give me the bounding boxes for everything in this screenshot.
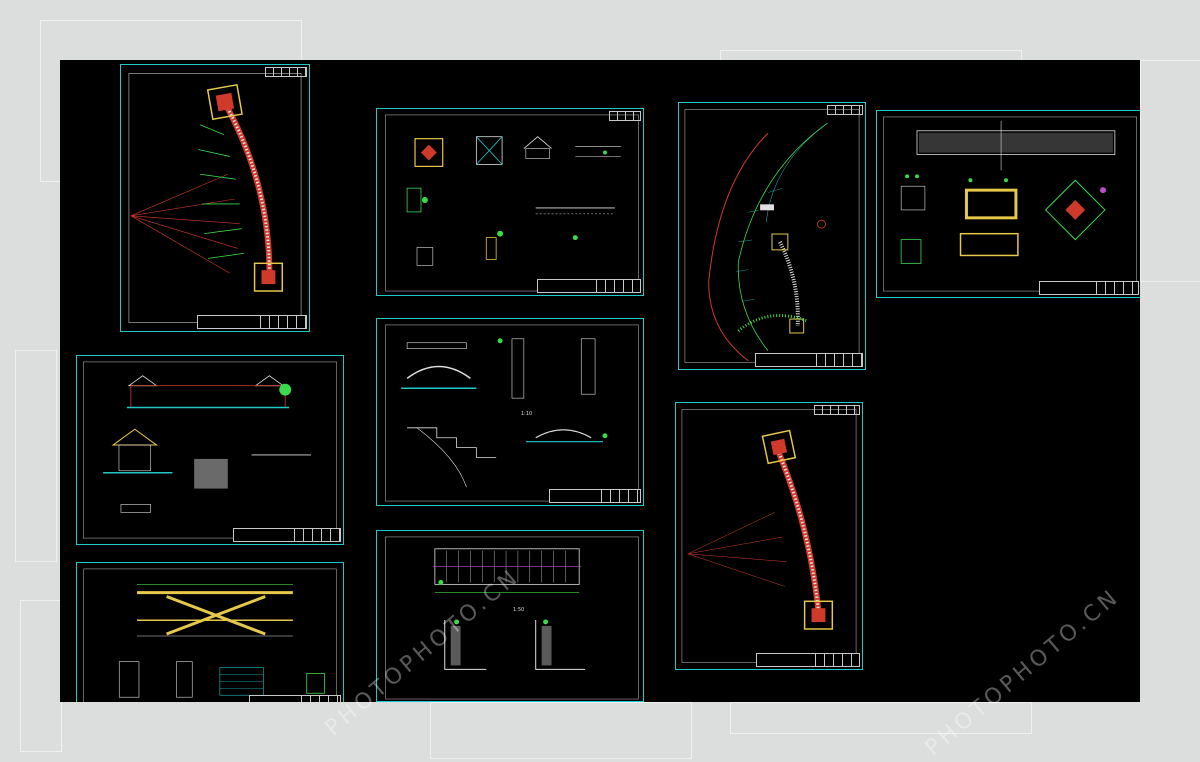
title-block — [1039, 281, 1139, 295]
paving-details-drawing — [883, 116, 1137, 292]
revision-block — [814, 405, 860, 415]
sheet-pavilion-elevations[interactable] — [76, 355, 344, 545]
corridor-plan-detail-drawing — [385, 536, 639, 700]
corridor-frame-elevation-drawing — [83, 568, 337, 702]
revision-block — [827, 105, 863, 115]
sheet-waterfront-site-plan[interactable] — [678, 102, 866, 370]
scale-label: 1:10 — [521, 411, 533, 417]
title-block — [537, 279, 641, 293]
sheet-paving-details[interactable] — [876, 110, 1140, 298]
sheet-bridge-sections[interactable]: 1:10 — [376, 318, 644, 506]
cad-canvas[interactable]: 1:10 — [60, 60, 1140, 702]
title-block — [233, 528, 341, 542]
pavilion-details-drawing — [385, 114, 639, 292]
bridge-sections-drawing — [385, 324, 639, 502]
waterfront-site-plan-drawing — [684, 109, 860, 363]
curved-corridor-plan-drawing — [128, 73, 302, 323]
sheet-pavilion-details[interactable] — [376, 108, 644, 296]
title-block — [755, 353, 863, 367]
revision-block — [265, 67, 307, 77]
sheet-corridor-plan-detail[interactable]: 1:50 — [376, 530, 644, 702]
title-block — [197, 315, 307, 329]
curved-corridor-plan-b-drawing — [681, 409, 857, 663]
sheet-corridor-frame-elevation[interactable] — [76, 562, 344, 702]
title-block — [549, 489, 641, 503]
title-block — [756, 653, 860, 667]
sheet-curved-corridor-plan-a[interactable] — [120, 64, 310, 332]
scale-label: 1:50 — [513, 607, 525, 613]
title-block — [249, 695, 341, 702]
pavilion-elevations-drawing — [83, 361, 337, 539]
revision-block — [609, 111, 641, 121]
sheet-curved-corridor-plan-b[interactable] — [675, 402, 863, 670]
